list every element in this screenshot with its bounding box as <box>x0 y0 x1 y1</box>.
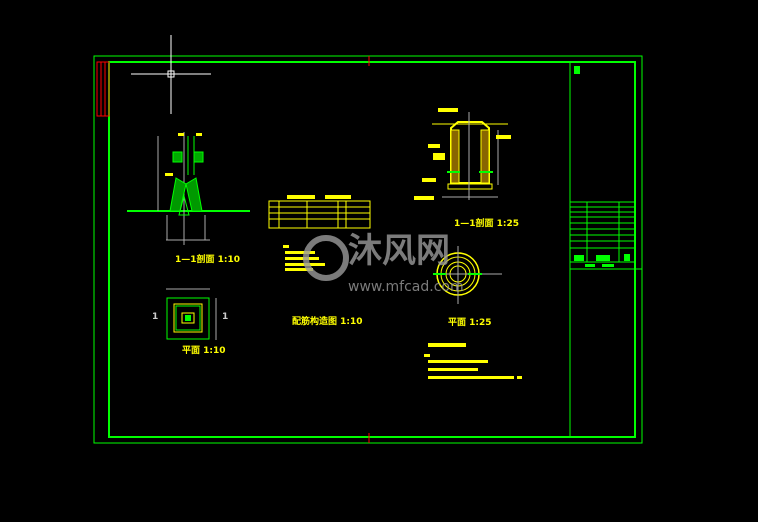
outer-border <box>93 55 643 444</box>
revision-strip-lines <box>100 62 106 116</box>
right-plan-title: 平面 1:25 <box>448 317 492 328</box>
left-plan-drawing <box>166 288 217 340</box>
left-section-title: 1—1剖面 1:10 <box>175 253 240 265</box>
inner-border <box>108 61 636 438</box>
watermark-brand: 沐风网 <box>348 231 450 271</box>
revision-strip <box>96 61 110 117</box>
section-mark-left: 1 <box>152 312 158 322</box>
right-plan-drawing <box>433 246 502 304</box>
watermark-url: www.mfcad.com <box>348 279 464 295</box>
section-mark-right: 1 <box>222 312 228 322</box>
left-plan-title: 平面 1:10 <box>182 345 226 356</box>
title-block-mark <box>574 66 580 74</box>
rebar-table-notes <box>283 195 351 271</box>
title-block-text <box>574 254 630 267</box>
notes-block <box>424 343 522 379</box>
watermark-logo <box>303 235 349 281</box>
title-block-table <box>570 201 642 270</box>
middle-detail-title: 配筋构造图 1:10 <box>292 315 363 327</box>
crosshair-cursor[interactable] <box>131 35 211 114</box>
right-section-drawing <box>414 108 511 200</box>
left-section-drawing <box>127 132 250 245</box>
right-section-title: 1—1剖面 1:25 <box>454 217 519 229</box>
rebar-table <box>268 200 371 229</box>
